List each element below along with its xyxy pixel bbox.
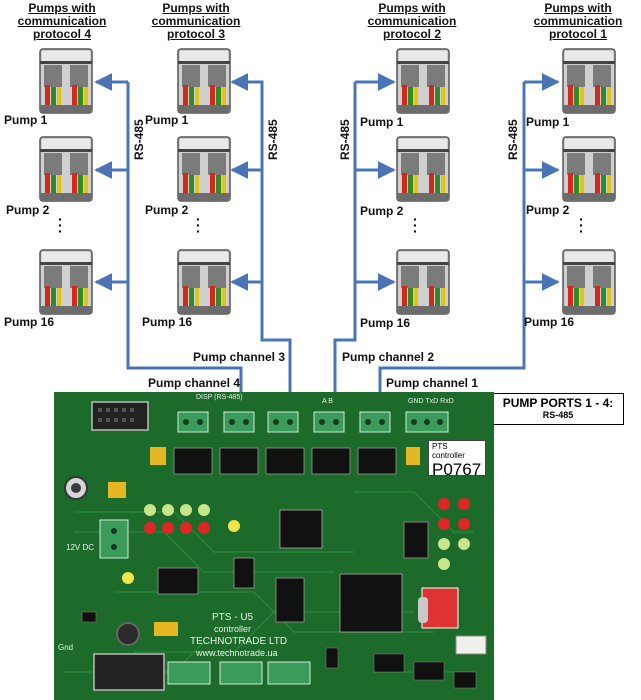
group-title-protocol-1: Pumps with communication protocol 1 <box>508 2 641 41</box>
pump-label-1: Pump 1 <box>526 115 570 129</box>
ellipsis-dots: ··· <box>196 211 201 239</box>
group-title-protocol-4: Pumps with communication protocol 4 <box>0 2 132 41</box>
rs485-label-protocol-4: RS-485 <box>132 119 146 160</box>
ellipsis-dots: ··· <box>58 211 63 239</box>
channel-label-4: Pump channel 4 <box>148 376 241 390</box>
ellipsis-dots: ··· <box>579 211 584 239</box>
pump-label-2: Pump 2 <box>145 203 189 217</box>
group-title-line: communication <box>533 14 623 28</box>
pump-label-2: Pump 2 <box>526 203 570 217</box>
rs485-label-protocol-3: RS-485 <box>266 119 280 160</box>
board-website: www.technotrade.ua <box>196 648 278 658</box>
bus-line-protocol-4 <box>126 82 243 393</box>
rs485-label-protocol-1: RS-485 <box>506 119 520 160</box>
board-model: PTS - U5 <box>212 612 254 623</box>
group-title-line: communication <box>367 14 457 28</box>
ellipsis-dots: ··· <box>413 211 418 239</box>
group-title-line: protocol 3 <box>166 27 225 41</box>
channel-label-1: Pump channel 1 <box>386 376 479 390</box>
pump-label-16: Pump 16 <box>142 315 193 329</box>
pump-icon <box>559 248 619 316</box>
pump-icon <box>393 248 453 316</box>
pump-ports-subtitle: RS-485 <box>542 410 574 420</box>
bus-line-protocol-3 <box>232 80 292 393</box>
pump-ports-title: PUMP PORTS 1 - 4: <box>502 396 614 410</box>
pump-icon <box>174 248 234 316</box>
group-title-protocol-2: Pumps with communication protocol 2 <box>342 2 482 41</box>
group-title-protocol-3: Pumps with communication protocol 3 <box>126 2 266 41</box>
board-disp-header: DISP (RS-485) <box>196 394 243 401</box>
board-gnd-txd-rxd: GND TxD RxD <box>408 398 454 405</box>
controller-board <box>54 392 494 700</box>
board-gnd-label: Gnd <box>58 643 74 652</box>
bus-line-protocol-1 <box>378 82 526 393</box>
group-title-line: communication <box>17 14 107 28</box>
group-title-line: Pumps with <box>28 1 96 15</box>
board-model-sub: controller <box>214 624 252 634</box>
pump-label-1: Pump 1 <box>4 113 48 127</box>
board-maker: TECHNOTRADE LTD <box>190 636 288 647</box>
group-title-line: protocol 4 <box>32 27 91 41</box>
pump-label-2: Pump 2 <box>6 203 50 217</box>
pump-label-16: Pump 16 <box>524 315 575 329</box>
pump-label-16: Pump 16 <box>4 315 55 329</box>
group-title-line: Pumps with <box>378 1 446 15</box>
rs485-label-protocol-2: RS-485 <box>338 119 352 160</box>
sticker-line-2: P0767 <box>432 460 482 479</box>
pump-label-2: Pump 2 <box>360 204 404 218</box>
pump-label-16: Pump 16 <box>360 316 411 330</box>
group-title-line: protocol 1 <box>548 27 607 41</box>
board-sticker: PTS controller P0767 <box>428 440 486 479</box>
sticker-line-1: PTS controller <box>432 442 465 460</box>
channel-label-2: Pump channel 2 <box>342 350 435 364</box>
pump-icon <box>393 47 453 115</box>
group-title-line: Pumps with <box>544 1 612 15</box>
pump-icon <box>36 248 96 316</box>
group-title-line: communication <box>151 14 241 28</box>
pump-ports-box: PUMP PORTS 1 - 4: RS-485 <box>492 393 624 425</box>
pump-icon <box>36 47 96 115</box>
pump-icon <box>393 135 453 203</box>
channel-label-3: Pump channel 3 <box>193 350 286 364</box>
pump-icon <box>559 47 619 115</box>
group-title-line: protocol 2 <box>382 27 441 41</box>
group-title-line: Pumps with <box>162 1 230 15</box>
pump-icon <box>36 135 96 203</box>
bus-line-protocol-2 <box>333 82 357 393</box>
board-ab-label: A B <box>322 398 333 405</box>
pump-label-1: Pump 1 <box>360 115 404 129</box>
board-power-label: 12V DC <box>66 543 95 552</box>
pump-icon <box>174 47 234 115</box>
pump-label-1: Pump 1 <box>145 113 189 127</box>
pump-icon <box>559 135 619 203</box>
pump-icon <box>174 135 234 203</box>
